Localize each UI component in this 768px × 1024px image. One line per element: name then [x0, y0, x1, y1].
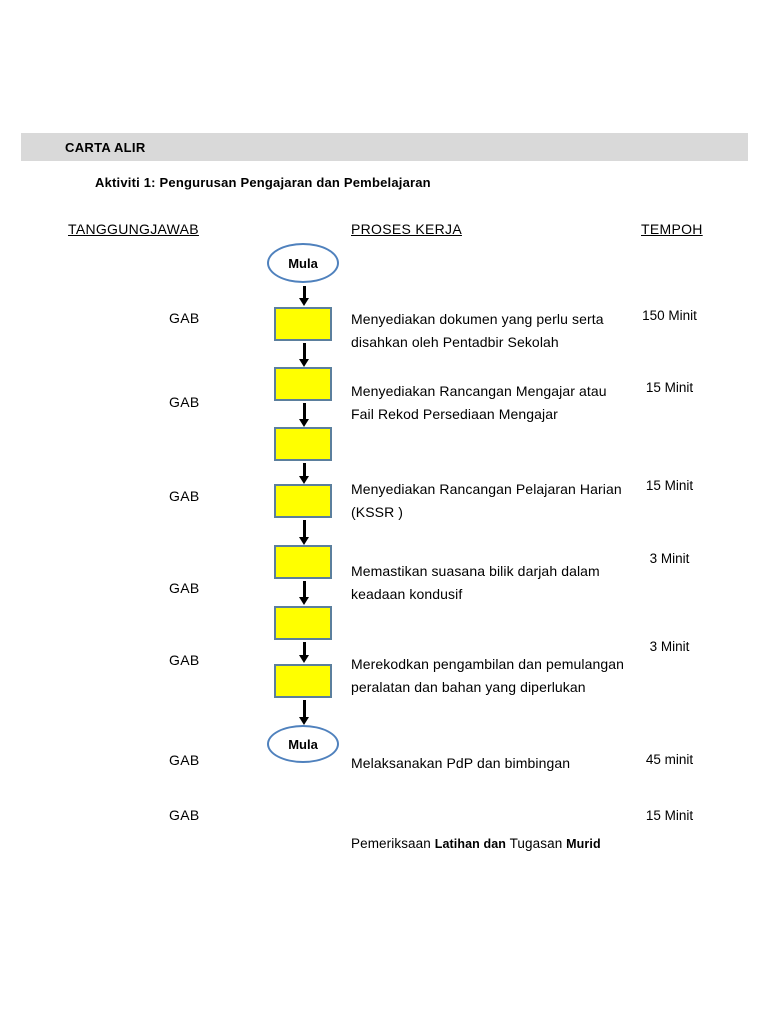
flow-arrow: [299, 403, 309, 427]
flow-arrow: [299, 700, 309, 725]
duration-value: 15 Minit: [645, 380, 694, 395]
process-line: Menyediakan dokumen yang perlu serta: [351, 311, 604, 327]
process-line: Menyediakan Rancangan Mengajar atau: [351, 383, 607, 399]
flow-arrow: [299, 520, 309, 545]
flow-arrow: [299, 642, 309, 663]
final-note-segment-bold: Murid: [566, 837, 601, 851]
process-line: Memastikan suasana bilik darjah dalam: [351, 563, 600, 579]
process-box-2: [274, 367, 332, 401]
start-terminator-label: Mula: [288, 255, 318, 271]
flow-arrow: [299, 581, 309, 605]
process-description: Memastikan suasana bilik darjah dalam ke…: [351, 560, 647, 606]
activity-title: Aktiviti 1: Pengurusan Pengajaran dan Pe…: [95, 175, 431, 190]
duration-value: 15 Minit: [645, 808, 694, 823]
final-note: Pemeriksaan Latihan dan Tugasan Murid: [351, 836, 601, 851]
process-box-3: [274, 427, 332, 461]
duration-value: 150 Minit: [642, 308, 697, 323]
actor-label: GAB: [169, 807, 200, 823]
actor-label: GAB: [169, 394, 200, 410]
actor-label: GAB: [169, 752, 200, 768]
flow-arrow: [299, 286, 309, 306]
process-box-7: [274, 664, 332, 698]
duration-value: 45 minit: [645, 752, 694, 767]
final-note-segment: Tugasan: [509, 836, 567, 851]
actor-label: GAB: [169, 310, 200, 326]
process-line: Melaksanakan PdP dan bimbingan: [351, 755, 571, 771]
process-box-5: [274, 545, 332, 579]
flow-arrow: [299, 463, 309, 484]
section-header-label: CARTA ALIR: [65, 139, 146, 155]
process-line: (KSSR ): [351, 504, 404, 520]
process-description: Menyediakan dokumen yang perlu serta dis…: [351, 308, 647, 354]
column-header-tempoh: TEMPOH: [641, 221, 703, 237]
column-header-proses-kerja: PROSES KERJA: [351, 221, 462, 237]
process-line: peralatan dan bahan yang diperlukan: [351, 679, 586, 695]
duration-value: 3 Minit: [649, 639, 690, 654]
process-line: Merekodkan pengambilan dan pemulangan: [351, 656, 625, 672]
actor-label: GAB: [169, 488, 200, 504]
process-line: Fail Rekod Persediaan Mengajar: [351, 406, 558, 422]
process-line: Menyediakan Rancangan Pelajaran Harian: [351, 481, 622, 497]
final-note-segment-bold: Latihan dan: [434, 837, 510, 851]
process-line: disahkan oleh Pentadbir Sekolah: [351, 334, 559, 350]
flow-arrow: [299, 343, 309, 367]
process-box-6: [274, 606, 332, 640]
process-description: Merekodkan pengambilan dan pemulangan pe…: [351, 653, 647, 699]
process-line: keadaan kondusif: [351, 586, 463, 602]
process-description: Menyediakan Rancangan Mengajar atau Fail…: [351, 380, 647, 426]
duration-value: 15 Minit: [645, 478, 694, 493]
end-terminator-label: Mula: [288, 736, 318, 752]
start-terminator: Mula: [267, 243, 339, 283]
actor-label: GAB: [169, 580, 200, 596]
end-terminator: Mula: [267, 725, 339, 763]
column-header-tanggungjawab: TANGGUNGJAWAB: [68, 221, 199, 237]
process-description: Melaksanakan PdP dan bimbingan: [351, 752, 647, 775]
section-header-bar: CARTA ALIR: [21, 133, 748, 161]
duration-value: 3 Minit: [649, 551, 690, 566]
actor-label: GAB: [169, 652, 200, 668]
process-box-1: [274, 307, 332, 341]
final-note-segment: Pemeriksaan: [351, 836, 435, 851]
process-description: Menyediakan Rancangan Pelajaran Harian (…: [351, 478, 647, 524]
process-box-4: [274, 484, 332, 518]
